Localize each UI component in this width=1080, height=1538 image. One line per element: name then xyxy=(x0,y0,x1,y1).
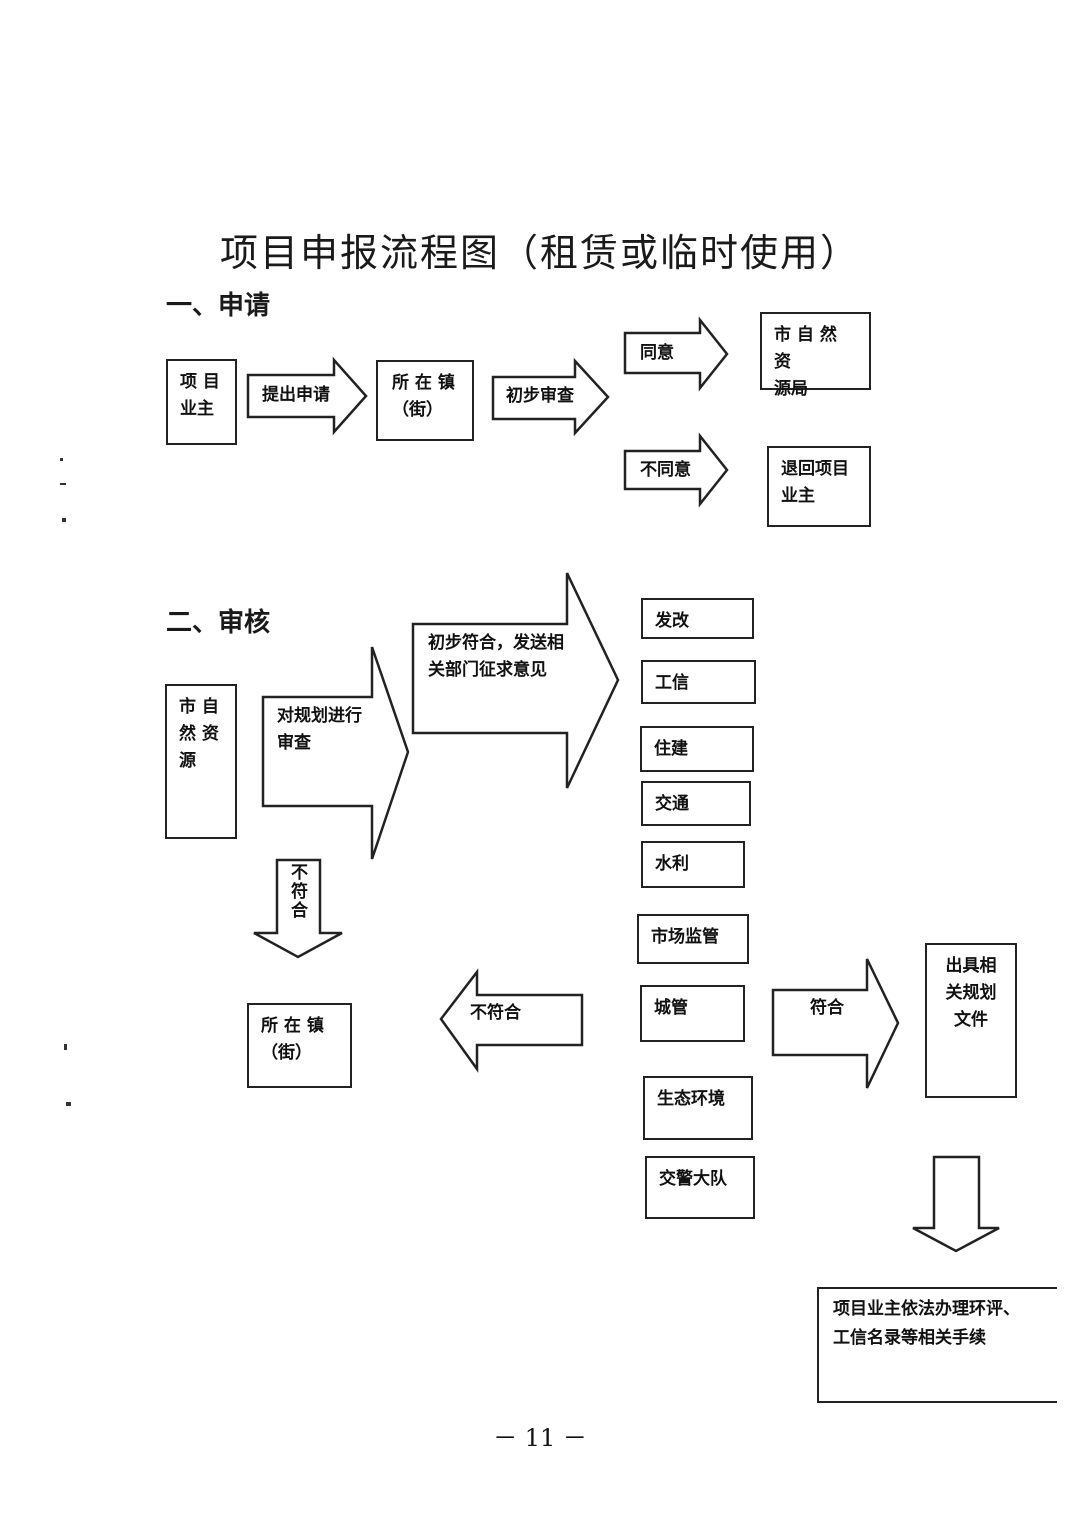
arrow-preliminary xyxy=(491,357,610,437)
scan-speck xyxy=(66,1102,71,1106)
project-owner-box: 项 目 业主 xyxy=(166,359,237,445)
department-box: 交警大队 xyxy=(645,1156,755,1219)
scan-speck xyxy=(62,518,66,522)
planning-documents-box: 出具相 关规划 文件 xyxy=(925,943,1017,1098)
natural-resources-bureau-box: 市 自 然 资 源局 xyxy=(760,312,871,399)
department-box: 水利 xyxy=(641,841,745,888)
arrow-agree xyxy=(623,316,729,392)
town-street-box: 所 在 镇 （街） xyxy=(376,360,474,441)
section-apply-heading: 一、申请 xyxy=(166,291,271,321)
scan-speck xyxy=(64,1044,67,1050)
consult-departments-label: 初步符合，发送相 关部门征求意见 xyxy=(428,633,564,680)
arrow-noncompliant-left xyxy=(439,968,584,1073)
page-number: － 11 － xyxy=(493,1424,587,1452)
preliminary-review-label: 初步审查 xyxy=(506,386,574,406)
arrow-plan-review xyxy=(261,646,410,860)
arrow-noncompliant-down xyxy=(253,858,343,959)
arrow-disagree xyxy=(623,432,729,508)
plan-review-label: 对规划进行 审查 xyxy=(277,706,362,753)
submit-application-label: 提出申请 xyxy=(262,385,330,405)
town-street-review-box: 所 在 镇 （街） xyxy=(247,1003,352,1088)
disagree-label: 不同意 xyxy=(640,460,691,480)
page-title: 项目申报流程图（租赁或临时使用） xyxy=(219,231,860,275)
department-box: 交通 xyxy=(641,781,751,826)
department-box: 城管 xyxy=(640,985,745,1042)
scan-speck xyxy=(60,483,66,485)
compliant-label: 符合 xyxy=(810,998,844,1018)
natural-resources-box: 市 自 然 资 源 xyxy=(165,684,237,839)
department-box: 住建 xyxy=(640,726,754,772)
department-box: 工信 xyxy=(641,660,756,704)
arrow-submit xyxy=(246,356,368,436)
noncompliant-down-label: 不 符 合 xyxy=(291,863,308,921)
department-box: 市场监管 xyxy=(637,914,749,964)
section-review-heading: 二、审核 xyxy=(166,608,271,638)
arrow-compliant xyxy=(771,958,900,1089)
department-box: 生态环境 xyxy=(643,1076,753,1140)
noncompliant-left-label: 不符合 xyxy=(470,1003,521,1023)
arrow-consult xyxy=(411,572,620,789)
agree-label: 同意 xyxy=(640,343,674,363)
department-box: 发改 xyxy=(641,598,754,639)
final-procedures-box: 项目业主依法办理环评、 工信名录等相关手续 xyxy=(817,1287,1057,1403)
scan-speck xyxy=(60,458,63,461)
arrow-final-down xyxy=(912,1155,1000,1253)
return-to-owner-box: 退回项目 业主 xyxy=(767,446,871,527)
